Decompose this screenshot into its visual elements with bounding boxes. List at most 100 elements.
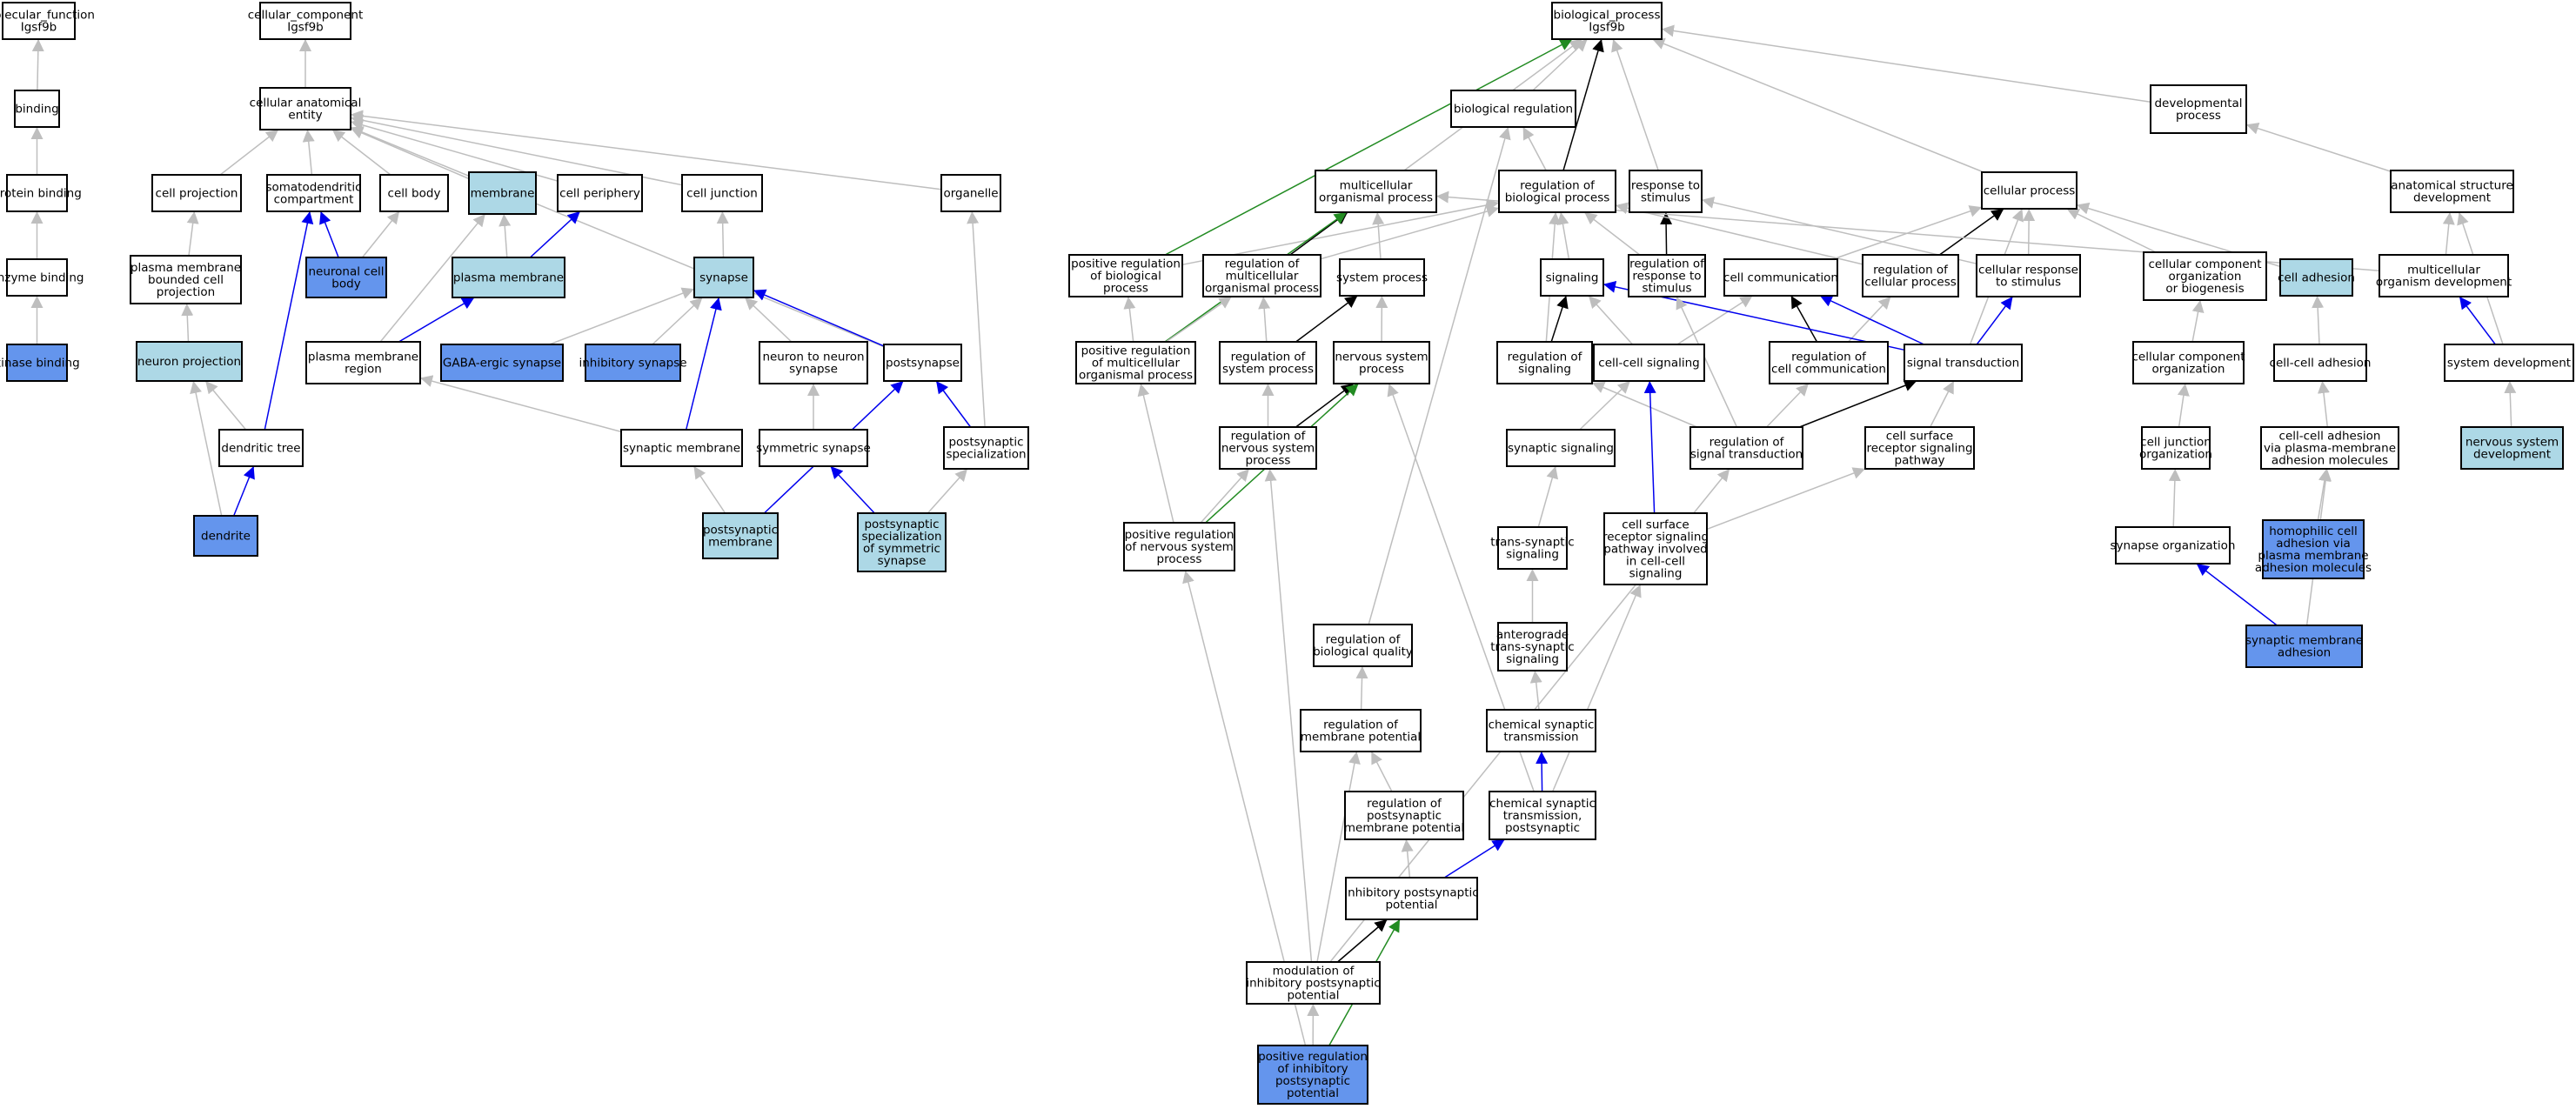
term-node-cellproc[interactable]: cellular process — [1981, 171, 2078, 210]
term-node-chemsynpost[interactable]: chemical synaptictransmission,postsynapt… — [1489, 791, 1596, 840]
term-node-organelle[interactable]: organelle — [940, 174, 1001, 212]
term-node-cellbody[interactable]: cell body — [379, 174, 449, 212]
edge-regst-to-sigtrans — [1799, 379, 1917, 428]
term-node-binding[interactable]: binding — [14, 90, 60, 128]
term-node-inhibsyn[interactable]: inhibitory synapse — [579, 344, 687, 382]
term-box — [1300, 709, 1422, 752]
term-node-ccadh[interactable]: cell-cell adhesion — [2270, 344, 2372, 382]
edge-line — [1370, 751, 1393, 792]
term-node-symsyn[interactable]: symmetric synapse — [756, 429, 871, 467]
term-node-celladh[interactable]: cell adhesion — [2278, 258, 2355, 297]
term-node-cellperiph[interactable]: cell periphery — [557, 174, 643, 212]
term-node-protbind[interactable]: protein binding — [0, 174, 82, 212]
term-node-ccsig[interactable]: cell-cell signaling — [1593, 344, 1705, 382]
term-node-dendrite[interactable]: dendrite — [193, 515, 258, 557]
term-node-bioreg[interactable]: biological regulation — [1450, 90, 1576, 128]
term-node-enzbind[interactable]: enzyme binding — [0, 258, 84, 297]
term-node-sigtrans[interactable]: signal transduction — [1904, 344, 2023, 382]
term-node-cellproj[interactable]: cell projection — [151, 174, 242, 212]
term-box — [1506, 429, 1616, 467]
term-node-membrane[interactable]: membrane — [468, 171, 537, 215]
term-label-line: Igsf9b — [21, 21, 57, 35]
term-node-neuronproj[interactable]: neuron projection — [136, 341, 243, 382]
term-label-line: kinase binding — [0, 357, 80, 371]
term-node-synmem[interactable]: synaptic membrane — [620, 429, 743, 467]
term-node-postsyn[interactable]: postsynapse — [883, 344, 962, 382]
term-node-synapse[interactable]: synapse — [693, 257, 754, 298]
term-node-cellcomm[interactable]: cell communication — [1723, 258, 1838, 297]
edge-line — [2196, 563, 2278, 626]
edge-plasmamem-to-cellperiph — [529, 210, 581, 258]
edge-csrspcc-to-ccsig — [1643, 380, 1656, 514]
term-node-gaba[interactable]: GABA-ergic synapse — [440, 344, 564, 382]
edge-line — [398, 297, 475, 343]
term-box — [1489, 791, 1596, 840]
term-node-synsig[interactable]: synaptic signaling — [1506, 429, 1616, 467]
term-label-line: regulation of — [1791, 351, 1867, 364]
term-node-sysdev[interactable]: system development — [2444, 344, 2574, 382]
term-node-celljunc[interactable]: cell junction — [681, 174, 763, 212]
term-node-dendtree[interactable]: dendritic tree — [218, 429, 304, 467]
term-node-sysproc[interactable]: system process — [1336, 258, 1428, 297]
term-node-synorg[interactable]: synapse organization — [2111, 526, 2236, 565]
edge-line — [1701, 197, 1977, 264]
edge-regsys-to-sysproc — [1295, 295, 1358, 343]
term-node-plasmamem[interactable]: plasma membrane — [452, 257, 565, 298]
term-box — [305, 257, 387, 298]
edge-anatdev-to-devproc — [2245, 122, 2392, 172]
term-label-line: postsynaptic — [948, 436, 1023, 450]
edge-line — [2317, 380, 2330, 428]
term-node-kinbind[interactable]: kinase binding — [0, 344, 80, 382]
term-node-signaling[interactable]: signaling — [1540, 258, 1604, 297]
